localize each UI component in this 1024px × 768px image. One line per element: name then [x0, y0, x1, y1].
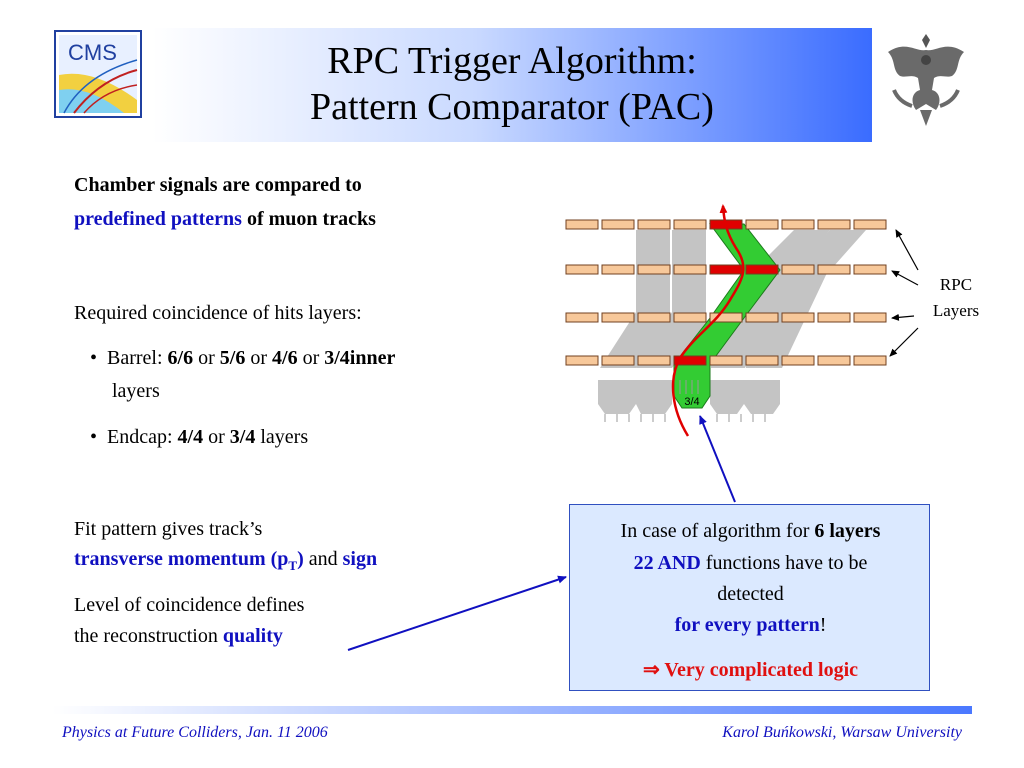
barrel-tail: layers: [112, 380, 160, 402]
info-l1-text: In case of algorithm for: [620, 520, 815, 542]
level-quality: quality: [222, 625, 283, 647]
title-line-2: Pattern Comparator (PAC): [310, 86, 714, 128]
endcap-tail: layers: [255, 426, 309, 448]
heading-line-2: predefined patterns of muon tracks: [74, 207, 376, 231]
barrel-or-1: or: [193, 347, 220, 369]
fit-sign: sign: [342, 548, 378, 570]
rpc-layer-3: [565, 312, 887, 323]
info-l2-text: functions have to be: [700, 552, 868, 574]
title-banner: RPC Trigger Algorithm: Pattern Comparato…: [152, 28, 872, 142]
info-line-1: In case of algorithm for 6 layers: [570, 519, 931, 543]
info-l4-text: !: [819, 614, 827, 636]
eagle-emblem-icon: [876, 30, 976, 130]
bullet-endcap: • Endcap: 4/4 or 3/4 layers: [90, 426, 309, 448]
rpc-label-line-1: RPC: [940, 275, 972, 294]
heading-rest: of muon tracks: [241, 208, 376, 230]
endcap-label: Endcap:: [107, 426, 178, 448]
endcap-value-1: 4/4: [177, 426, 204, 448]
info-line-4: for every pattern!: [570, 613, 931, 637]
endcap-or-1: or: [203, 426, 230, 448]
rpc-layer-4: [565, 355, 887, 366]
bullet-barrel: • Barrel: 6/6 or 5/6 or 4/6 or 3/4inner: [90, 347, 396, 369]
level-text: the reconstruction: [74, 625, 223, 647]
fit-and: and: [303, 548, 343, 570]
rpc-label-line-2: Layers: [933, 301, 979, 320]
pac-label: 3/4: [684, 396, 699, 408]
cms-logo-text: CMS: [68, 40, 117, 65]
level-line-1: Level of coincidence defines: [74, 594, 305, 616]
endcap-value-2: 3/4: [229, 426, 256, 448]
info-box: In case of algorithm for 6 layers 22 AND…: [569, 504, 930, 691]
rpc-pointer-arrows: [889, 229, 919, 357]
transverse-momentum: transverse momentum (pT): [74, 548, 304, 573]
arrow-to-pac: [699, 415, 736, 503]
tm-text: transverse momentum (p: [74, 548, 289, 570]
footer-left: Physics at Future Colliders, Jan. 11 200…: [62, 724, 328, 741]
info-l4-bold: for every pattern: [674, 614, 820, 636]
info-line-2: 22 AND functions have to be: [570, 551, 931, 575]
arrow-to-infobox: [347, 575, 567, 651]
info-l1-bold: 6 layers: [814, 520, 881, 542]
barrel-value-2: 5/6: [219, 347, 246, 369]
fit-line-2: transverse momentum (pT) and sign: [74, 547, 377, 574]
info-line-3: detected: [717, 583, 784, 605]
footer-bar: [52, 706, 972, 714]
muon-track: [671, 204, 745, 437]
title-line-1: RPC Trigger Algorithm:: [327, 40, 697, 82]
coincidence-intro: Required coincidence of hits layers:: [74, 302, 362, 324]
info-l2-bold: 22 AND: [633, 552, 701, 574]
barrel-or-2: or: [245, 347, 273, 369]
tm-close: ): [297, 548, 304, 570]
barrel-value-1: 6/6: [167, 347, 194, 369]
barrel-value-3: 4/6: [272, 347, 298, 369]
barrel-or-3: or: [297, 347, 325, 369]
fit-line-1: Fit pattern gives track’s: [74, 518, 263, 540]
info-line-5: ⇒ Very complicated logic: [642, 659, 859, 681]
heading-highlight: predefined patterns: [74, 208, 242, 230]
tm-subscript: T: [288, 558, 298, 573]
pac-output-lines: [604, 380, 766, 422]
cms-logo: CMS: [54, 30, 142, 118]
rpc-layer-2: [565, 264, 887, 275]
barrel-value-4: 3/4inner: [324, 347, 396, 369]
barrel-label: Barrel:: [107, 347, 168, 369]
footer-right: Karol Buńkowski, Warsaw University: [722, 724, 962, 741]
level-line-2: the reconstruction quality: [74, 624, 283, 648]
heading-line-1: Chamber signals are compared to: [74, 174, 362, 196]
